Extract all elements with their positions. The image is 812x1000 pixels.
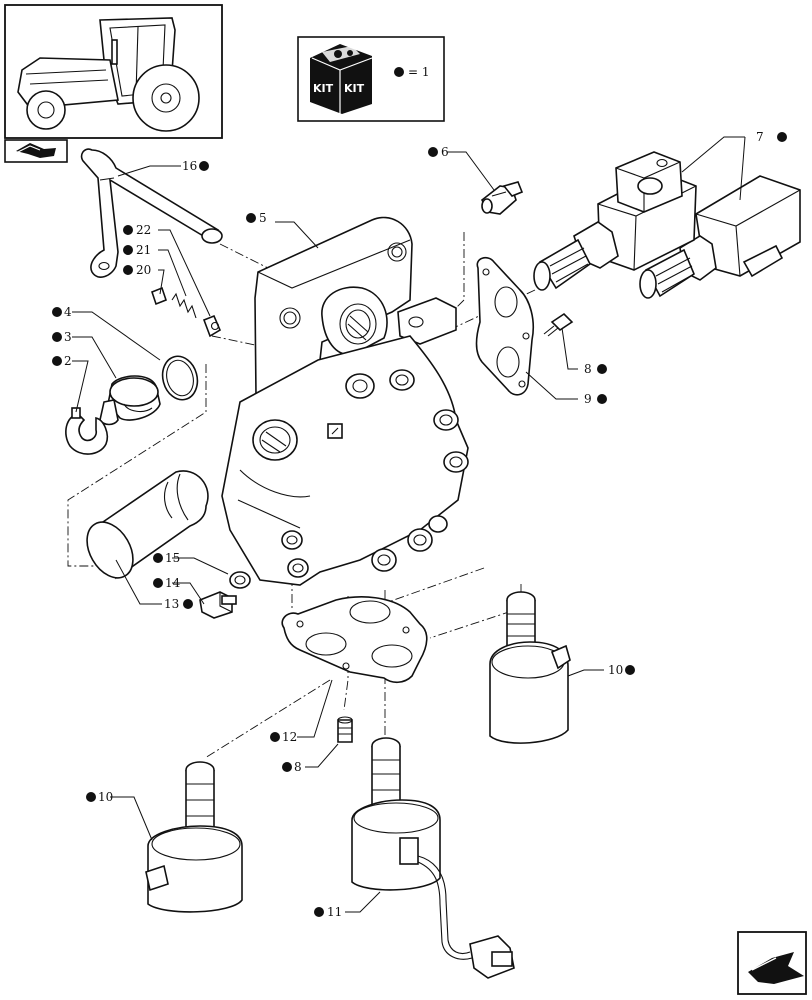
svg-text:10: 10 (98, 790, 113, 804)
svg-text:2: 2 (64, 354, 72, 368)
pressure-switch-part-6 (480, 181, 524, 215)
piston-group-2-4 (65, 355, 199, 455)
svg-text:21: 21 (136, 243, 151, 257)
callout-9[interactable]: 9 (584, 392, 607, 406)
svg-text:KIT: KIT (313, 82, 334, 95)
svg-text:14: 14 (165, 576, 181, 590)
solenoid-part-10-right (489, 591, 571, 744)
callout-3[interactable]: 3 (52, 330, 72, 344)
callout-12[interactable]: 12 (270, 730, 297, 744)
callout-15[interactable]: 15 (153, 551, 180, 565)
callout-22[interactable]: 22 (123, 223, 151, 237)
screw-part-8-upper (543, 312, 574, 337)
svg-text:16: 16 (182, 159, 197, 173)
svg-text:9: 9 (584, 392, 592, 406)
svg-text:8: 8 (294, 760, 302, 774)
callout-16[interactable]: 16 (182, 159, 209, 173)
plug-parts-14-15 (199, 571, 251, 619)
gasket-part-12 (281, 596, 428, 684)
callout-4[interactable]: 4 (52, 305, 72, 319)
solenoid-part-10-left (145, 761, 243, 913)
kit-legend: KIT KIT = 1 (297, 36, 445, 122)
previous-page-icon[interactable] (4, 139, 68, 163)
svg-text:3: 3 (64, 330, 72, 344)
svg-text:13: 13 (164, 597, 179, 611)
callout-8-lower[interactable]: 8 (282, 760, 302, 774)
svg-text:KIT: KIT (344, 82, 365, 95)
lever-part-16 (80, 148, 223, 278)
svg-text:15: 15 (165, 551, 180, 565)
kit-legend-equals: = 1 (408, 65, 430, 79)
callout-14[interactable]: 14 (153, 576, 181, 590)
valve-body-part-5 (221, 216, 469, 586)
svg-text:6: 6 (441, 145, 449, 159)
callout-13[interactable]: 13 (164, 597, 193, 611)
solenoid-part-11 (351, 737, 515, 979)
callout-2[interactable]: 2 (52, 354, 72, 368)
kit-bullet-icon (394, 67, 404, 77)
svg-text:4: 4 (64, 305, 72, 319)
callout-21[interactable]: 21 (123, 243, 151, 257)
tractor-thumbnail-icon[interactable] (0, 0, 223, 139)
screw-part-8-lower (337, 716, 353, 743)
svg-text:22: 22 (136, 223, 151, 237)
callout-10-left[interactable]: 10 (86, 790, 113, 804)
kit-box-icon: KIT KIT (310, 44, 373, 114)
callout-labels: 16 5 6 7 22 21 20 4 (52, 130, 787, 919)
svg-text:12: 12 (282, 730, 297, 744)
cylinder-part-13 (86, 470, 209, 580)
callout-7[interactable]: 7 (756, 130, 787, 144)
leader-lines (72, 136, 746, 913)
gasket-part-9 (475, 256, 535, 396)
solenoid-valves-part-7 (533, 151, 801, 299)
callout-10-right[interactable]: 10 (608, 663, 635, 677)
svg-text:10: 10 (608, 663, 623, 677)
callout-11[interactable]: 11 (314, 905, 342, 919)
svg-text:11: 11 (327, 905, 342, 919)
next-page-icon[interactable] (737, 931, 807, 995)
spring-parts-20-22 (151, 286, 222, 338)
svg-text:20: 20 (136, 263, 151, 277)
svg-text:5: 5 (259, 211, 267, 225)
svg-text:7: 7 (756, 130, 764, 144)
callout-6[interactable]: 6 (428, 145, 449, 159)
callout-8-upper[interactable]: 8 (584, 362, 607, 376)
svg-text:8: 8 (584, 362, 592, 376)
callout-5[interactable]: 5 (246, 211, 267, 225)
callout-20[interactable]: 20 (123, 263, 151, 277)
